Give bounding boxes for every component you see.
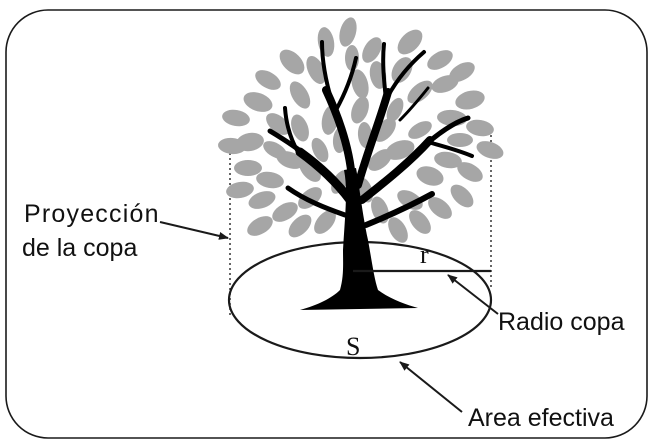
effective-area-label: Area efectiva <box>468 404 614 432</box>
leaf <box>299 158 321 182</box>
crown-projection-arrow <box>159 221 229 240</box>
leaf <box>416 166 444 186</box>
area-symbol: S <box>346 332 360 361</box>
leaf <box>234 160 262 176</box>
leaf <box>447 133 473 147</box>
leaf <box>263 141 287 159</box>
radius-symbol: r <box>420 240 429 269</box>
leaf <box>374 118 396 142</box>
leaf <box>289 81 311 109</box>
crown-projection-label-line1: Proyección <box>24 200 160 228</box>
leaf <box>362 37 382 63</box>
leaf <box>449 62 475 82</box>
leaf <box>434 151 462 169</box>
leaf <box>339 17 357 47</box>
crown-radius-label: Radio copa <box>498 308 625 336</box>
leaf <box>256 171 284 189</box>
leaf <box>351 69 369 99</box>
crown-radius-arrow <box>447 274 499 315</box>
leaf <box>428 197 452 219</box>
leaf <box>243 92 273 112</box>
leaf <box>427 50 453 70</box>
leaf <box>218 137 246 155</box>
leaf <box>476 141 504 159</box>
leaf <box>272 202 298 222</box>
leaf <box>248 191 276 209</box>
leaf <box>279 49 305 75</box>
leaf <box>314 210 336 234</box>
leaf <box>311 137 329 163</box>
leaf <box>306 55 326 85</box>
leaf <box>450 184 474 208</box>
leaf <box>255 70 281 90</box>
leaf <box>288 214 312 238</box>
leaf <box>391 57 413 83</box>
leaf <box>455 90 485 110</box>
leaf <box>266 113 290 135</box>
leaf <box>386 97 404 123</box>
leaf <box>291 114 309 142</box>
leaf <box>226 181 254 199</box>
leaf <box>408 121 432 139</box>
leaf <box>385 140 415 160</box>
leaf <box>222 109 250 127</box>
leaf <box>368 149 392 171</box>
tree-trunk <box>267 40 474 310</box>
leaf <box>407 80 433 104</box>
leaf <box>388 217 408 243</box>
effective-area-arrow <box>399 361 463 413</box>
leaf <box>397 29 423 55</box>
leaf <box>457 162 483 182</box>
leaf <box>351 96 369 124</box>
tree-foliage <box>218 17 504 243</box>
leaf <box>409 210 431 234</box>
crown-projection-label-line2: de la copa <box>22 234 137 262</box>
leaf <box>247 216 273 236</box>
leaf <box>466 119 494 137</box>
